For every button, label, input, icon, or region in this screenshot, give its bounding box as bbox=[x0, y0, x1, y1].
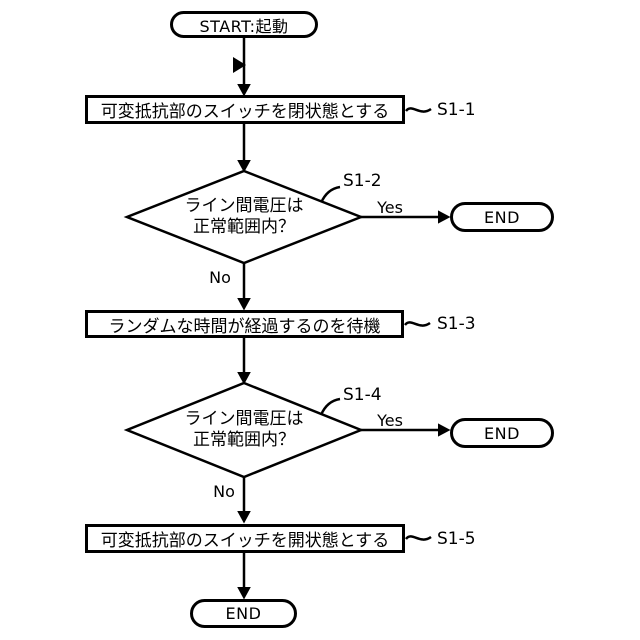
end-terminal-right-2-label: END bbox=[484, 423, 520, 443]
no-label-2: No bbox=[213, 481, 235, 501]
arrowhead-into-end-right-1 bbox=[438, 210, 451, 224]
end-terminal-right-1: END bbox=[450, 202, 554, 232]
arrowhead-into-s1-3 bbox=[237, 298, 251, 311]
decision-shape-s1-4 bbox=[123, 381, 365, 479]
yes-label-2: Yes bbox=[377, 410, 403, 430]
process-s1-5: 可変抵抗部のスイッチを開状態とする bbox=[85, 524, 405, 553]
end-terminal-bottom: END bbox=[190, 599, 297, 628]
process-s1-1-label: 可変抵抗部のスイッチを閉状態とする bbox=[100, 102, 390, 122]
decision-s1-4-text: ライン間電圧は 正常範囲内？ bbox=[164, 409, 324, 451]
decision-s1-2-line1: ライン間電圧は bbox=[184, 196, 304, 216]
junction-triangle-marker bbox=[233, 57, 246, 73]
leader-line-s1-4 bbox=[319, 397, 341, 416]
start-terminal-label: START:起動 bbox=[199, 16, 289, 36]
decision-s1-4-line2: 正常範囲内？ bbox=[193, 430, 295, 450]
arrowhead-into-end-right-2 bbox=[438, 423, 451, 437]
step-id-s1-4: S1-4 bbox=[343, 385, 382, 405]
end-terminal-right-2: END bbox=[450, 418, 554, 448]
process-s1-1: 可変抵抗部のスイッチを閉状態とする bbox=[85, 95, 405, 124]
process-s1-5-label: 可変抵抗部のスイッチを開状態とする bbox=[100, 531, 390, 551]
start-terminal: START:起動 bbox=[170, 11, 318, 38]
decision-s1-2-text: ライン間電圧は 正常範囲内？ bbox=[164, 196, 324, 238]
arrowhead-into-s1-5 bbox=[237, 511, 251, 524]
leader-tilde-s1-1 bbox=[405, 107, 432, 113]
decision-s1-2-line2: 正常範囲内？ bbox=[193, 217, 295, 237]
decision-s1-4-line1: ライン間電圧は bbox=[184, 409, 304, 429]
no-label-1: No bbox=[209, 267, 231, 287]
process-s1-3: ランダムな時間が経過するのを待機 bbox=[85, 310, 404, 338]
leader-tilde-s1-3 bbox=[404, 321, 431, 327]
leader-tilde-s1-5 bbox=[405, 535, 432, 541]
arrowhead-into-s1-1 bbox=[237, 84, 251, 97]
end-terminal-right-1-label: END bbox=[484, 207, 520, 227]
decision-shape-s1-2 bbox=[123, 169, 365, 265]
step-id-s1-1: S1-1 bbox=[437, 100, 476, 120]
arrowhead-into-s1-2 bbox=[237, 160, 251, 173]
end-terminal-bottom-label: END bbox=[225, 604, 262, 623]
step-id-s1-3: S1-3 bbox=[437, 314, 476, 334]
process-s1-3-label: ランダムな時間が経過するのを待機 bbox=[108, 316, 381, 337]
step-id-s1-5: S1-5 bbox=[437, 529, 476, 549]
arrowhead-into-s1-4 bbox=[237, 372, 251, 385]
arrowhead-into-end-bottom bbox=[237, 587, 251, 600]
step-id-s1-2: S1-2 bbox=[343, 171, 382, 191]
yes-label-1: Yes bbox=[377, 197, 403, 217]
